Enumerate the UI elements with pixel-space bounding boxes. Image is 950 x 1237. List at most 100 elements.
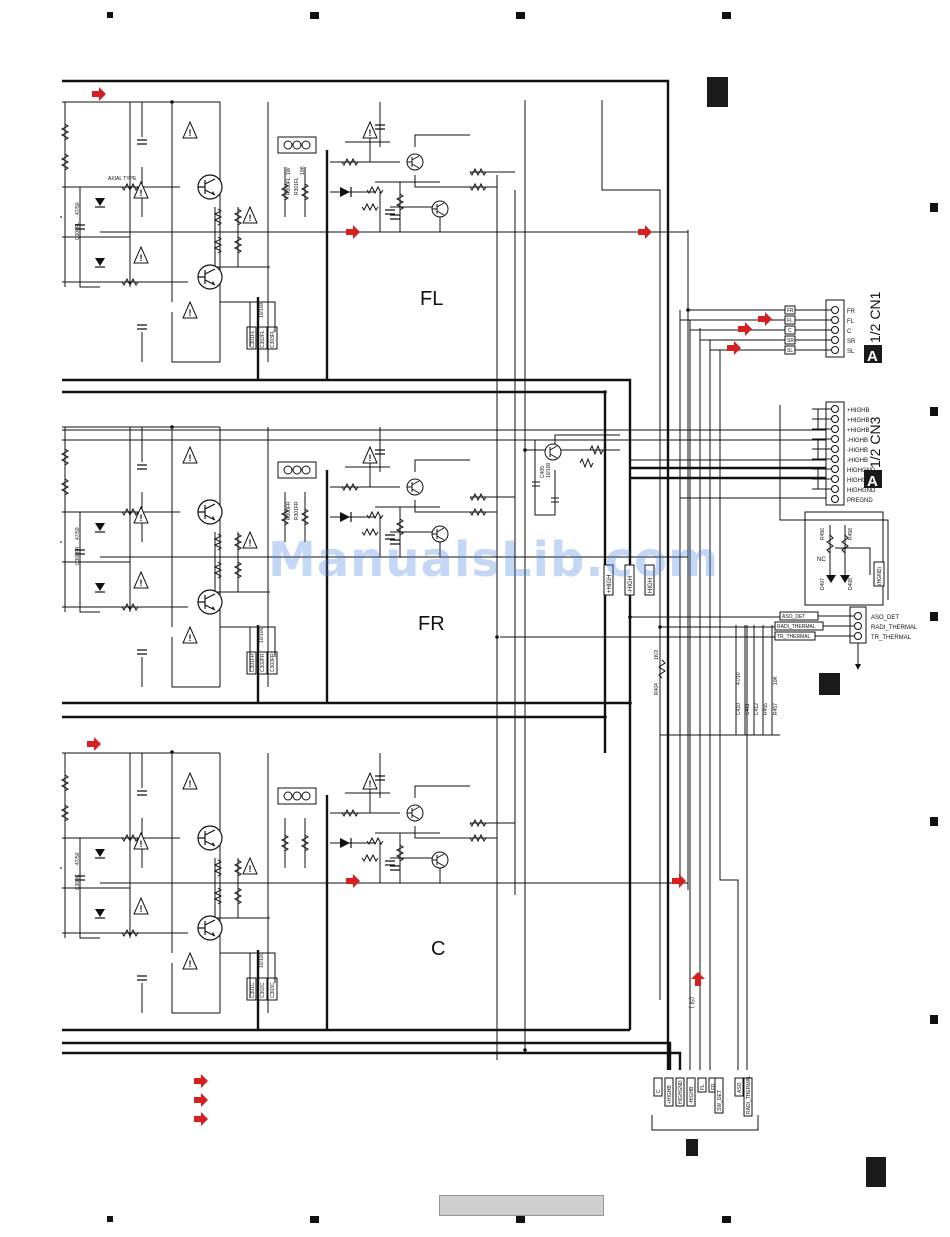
channel-label-fl: FL bbox=[420, 288, 443, 310]
svg-text:C300FL: C300FL bbox=[75, 222, 81, 240]
svg-text:ASO_DET: ASO_DET bbox=[782, 614, 805, 620]
svg-text:+HIGHB: +HIGHB bbox=[847, 428, 870, 434]
svg-text:+HIGHB: +HIGHB bbox=[667, 1085, 673, 1104]
vbus-tags: +HIGH -HIGH HIGH bbox=[603, 564, 655, 596]
block-marker-top bbox=[707, 77, 728, 107]
channel-label-fr: FR bbox=[418, 613, 445, 635]
svg-text:FR: FR bbox=[711, 1083, 717, 1090]
legend-arrow-1 bbox=[194, 1074, 208, 1088]
svg-text:C301FL: C301FL bbox=[250, 330, 256, 348]
svg-text:D407: D407 bbox=[820, 578, 826, 590]
svg-text:RADI_THERMAL: RADI_THERMAL bbox=[746, 1075, 752, 1114]
arrow-sl-up bbox=[691, 972, 705, 986]
cn1-pin-c: C bbox=[847, 329, 852, 335]
svg-text:SL: SL bbox=[787, 348, 793, 354]
svg-text:R457: R457 bbox=[773, 703, 779, 715]
svg-text:TR_THERMAL: TR_THERMAL bbox=[777, 634, 811, 640]
svg-text:1W: 1W bbox=[286, 167, 292, 175]
svg-text:C: C bbox=[788, 328, 792, 334]
svg-text:47/50: 47/50 bbox=[75, 527, 81, 540]
svg-text:RADI_THERMAL: RADI_THERMAL bbox=[777, 624, 816, 630]
svg-text:R456: R456 bbox=[820, 528, 826, 540]
cn3-block-letter: A bbox=[867, 473, 878, 490]
svg-text:-HIGH: -HIGH bbox=[628, 576, 634, 593]
junction-dots bbox=[170, 100, 690, 1052]
svg-text:C302C: C302C bbox=[260, 982, 266, 998]
svg-text:10/100: 10/100 bbox=[546, 462, 552, 478]
cn3-title: 1/2 CN3 bbox=[867, 416, 883, 468]
svg-text:PREGND: PREGND bbox=[847, 498, 873, 504]
block-marker-corner bbox=[866, 1157, 886, 1187]
cn1-title: 1/2 CN1 bbox=[867, 291, 883, 343]
svg-text:10/100: 10/100 bbox=[259, 952, 265, 968]
svg-text:-HIGHB: -HIGHB bbox=[847, 448, 868, 454]
svg-text:+HIGHB: +HIGHB bbox=[847, 418, 870, 424]
svg-text:C302FR: C302FR bbox=[260, 653, 266, 672]
svg-text:C: C bbox=[656, 1089, 662, 1093]
c-part-labels: C300C 47/50 10/100 C301C C302C C303C bbox=[75, 852, 276, 998]
svg-text:HIGHGND: HIGHGND bbox=[847, 488, 876, 494]
svg-text:R458: R458 bbox=[848, 528, 854, 540]
channel-fl-circuit bbox=[60, 102, 688, 362]
svg-text:C303FR: C303FR bbox=[270, 653, 276, 672]
svg-text:TR_THERMAL: TR_THERMAL bbox=[871, 635, 912, 641]
svg-text:1K/2: 1K/2 bbox=[654, 649, 660, 660]
bus-wiring bbox=[62, 79, 889, 1131]
arrow-cn1-c bbox=[738, 322, 752, 336]
arrow-fl-out bbox=[638, 225, 652, 239]
svg-text:R300FL: R300FL bbox=[286, 177, 292, 195]
svg-text:C303FL: C303FL bbox=[270, 330, 276, 348]
svg-text:ASO_DET: ASO_DET bbox=[871, 615, 899, 621]
svg-text:SW_DET: SW_DET bbox=[717, 1090, 723, 1111]
legend-arrow-2 bbox=[194, 1093, 208, 1107]
svg-text:C412: C412 bbox=[754, 703, 760, 715]
svg-text:HIGHGND: HIGHGND bbox=[847, 468, 876, 474]
arrow-fl-mid bbox=[346, 225, 360, 239]
svg-text:(HGND): (HGND) bbox=[877, 567, 883, 585]
svg-text:10/100: 10/100 bbox=[259, 302, 265, 318]
svg-text:R300FR: R300FR bbox=[286, 501, 292, 520]
arrow-c-out bbox=[672, 874, 686, 888]
nc-diode-block: R456 R458 D407 D408 NC (HGND) bbox=[804, 511, 885, 606]
arrow-cn1-sr bbox=[727, 341, 741, 355]
svg-text:C300C: C300C bbox=[75, 874, 81, 890]
svg-text:C301FR: C301FR bbox=[250, 653, 256, 672]
cn3-pins bbox=[831, 405, 839, 503]
svg-text:-HIGHB: -HIGHB bbox=[689, 1086, 695, 1104]
cn1-pin-sr: SR bbox=[847, 339, 856, 345]
svg-text:R301FR: R301FR bbox=[294, 501, 300, 520]
cn1-pin-sl: SL bbox=[847, 349, 855, 355]
legend-arrow-3 bbox=[194, 1112, 208, 1126]
svg-text:C300FR: C300FR bbox=[75, 546, 81, 565]
registration-marks bbox=[107, 12, 938, 1223]
arrow-fl-in bbox=[92, 87, 106, 101]
block-marker-bottom bbox=[686, 1139, 698, 1156]
cn1-block-letter: A bbox=[867, 348, 878, 365]
svg-text:HIGH: HIGH bbox=[648, 578, 654, 593]
bottom-connector: C +HIGHB HIGHGND -HIGHB FL FR SW_DET ASO… bbox=[653, 997, 753, 1117]
cn1-pins bbox=[831, 306, 839, 354]
cn1-tags: FR FL C SR SL bbox=[784, 305, 796, 355]
svg-text:C303C: C303C bbox=[270, 982, 276, 998]
signal-arrows bbox=[87, 87, 772, 1126]
arrow-c-mid bbox=[346, 874, 360, 888]
svg-text:47/10: 47/10 bbox=[736, 672, 742, 685]
svg-text:R301FL: R301FL bbox=[294, 177, 300, 195]
svg-text:-HIGHB: -HIGHB bbox=[847, 458, 868, 464]
channel-fr-circuit bbox=[60, 427, 688, 687]
svg-text:C411: C411 bbox=[745, 703, 751, 715]
sl-label: (SL) bbox=[688, 997, 694, 1008]
arrow-cn1-fl bbox=[758, 312, 772, 326]
svg-text:D408: D408 bbox=[848, 578, 854, 590]
svg-text:+HIGH: +HIGH bbox=[607, 574, 613, 593]
cn3-connector: +HIGHB +HIGHB +HIGHB -HIGHB -HIGHB -HIGH… bbox=[812, 401, 883, 506]
svg-text:SR: SR bbox=[787, 338, 794, 344]
channel-c-circuit bbox=[60, 753, 688, 1013]
svg-text:-HIGHB: -HIGHB bbox=[847, 438, 868, 444]
svg-text:R455: R455 bbox=[763, 703, 769, 715]
svg-text:FL: FL bbox=[700, 1084, 706, 1090]
cn1-pin-fl: FL bbox=[847, 319, 855, 325]
svg-text:HIGHGND: HIGHGND bbox=[678, 1080, 684, 1104]
svg-text:10/100: 10/100 bbox=[259, 627, 265, 643]
